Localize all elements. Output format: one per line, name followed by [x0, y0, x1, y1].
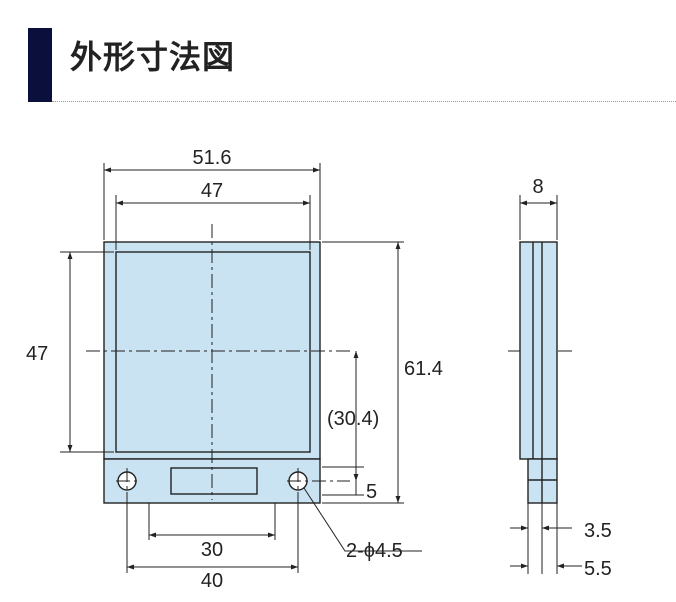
side-view [519, 241, 558, 504]
dim-side-step-a: 3.5 [584, 520, 612, 542]
page-title: 外形寸法図 [70, 38, 236, 76]
dim-overall-width: 51.6 [193, 147, 232, 169]
flange-slot [170, 467, 258, 495]
dimension-lines [67, 167, 582, 570]
dim-hole-callout: 2-ϕ4.5 [346, 540, 403, 562]
dim-hole-offset: (30.4) [327, 408, 379, 430]
side-panel [519, 241, 558, 460]
section-heading: 外形寸法図 [28, 28, 676, 102]
heading-divider [52, 101, 676, 102]
dim-side-thickness: 8 [532, 176, 543, 198]
dim-height-left: 47 [26, 343, 48, 365]
dim-overall-height: 61.4 [404, 358, 443, 380]
dim-inner-width: 47 [201, 180, 223, 202]
dim-hole-pitch-inner: 30 [201, 539, 223, 561]
heading-accent-bar [28, 28, 52, 102]
dim-hole-pitch: 40 [201, 570, 223, 592]
front-panel-inner [115, 251, 311, 453]
dim-hole-edge: 5 [366, 481, 377, 503]
front-view [103, 241, 321, 504]
dim-side-step-b: 5.5 [584, 558, 612, 580]
